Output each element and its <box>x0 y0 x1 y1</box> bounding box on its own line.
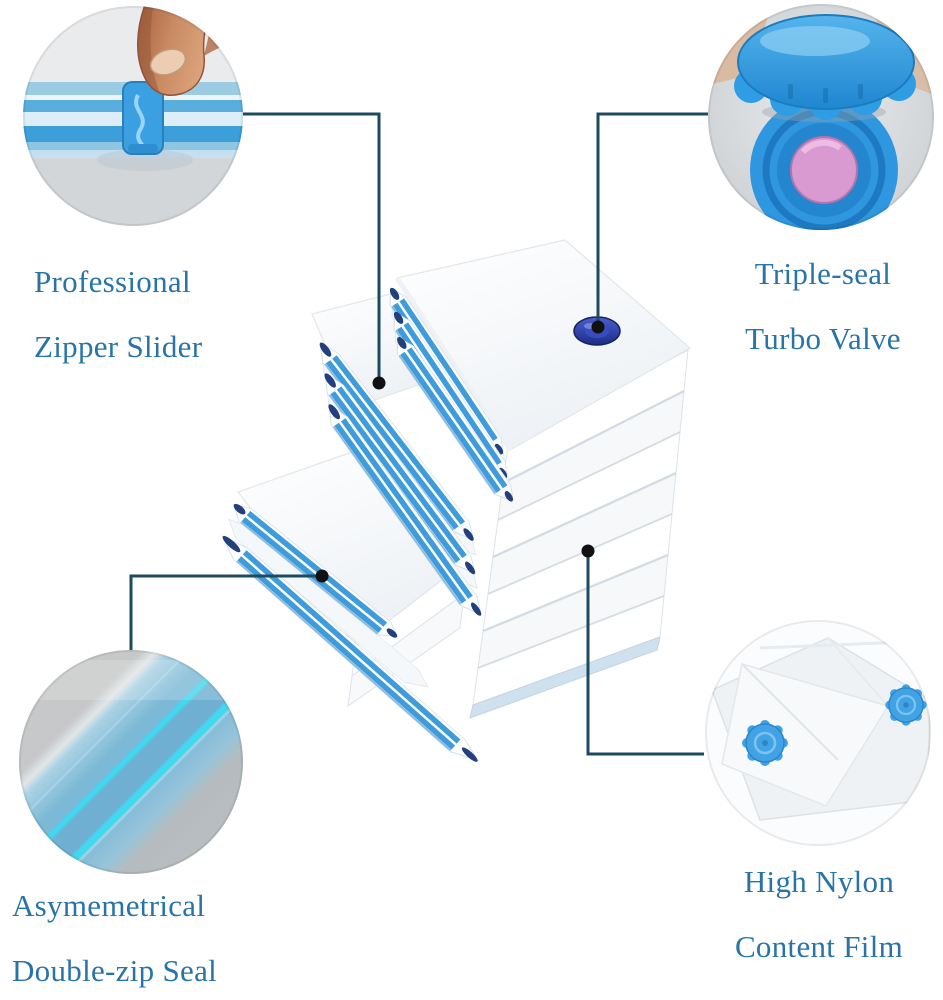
seal-stripes <box>19 650 243 874</box>
valve-pink-center <box>790 136 858 204</box>
valve-base <box>748 96 898 230</box>
zipper-slider-photo <box>23 6 243 226</box>
film-valve-left <box>740 718 790 768</box>
callout-dot-zipper <box>372 376 386 390</box>
feature-label-zipper-line2: Zipper Slider <box>34 329 203 364</box>
zipper-slider <box>122 81 164 155</box>
turbo-valve-photo <box>708 4 934 230</box>
feature-label-zipper: Professional Zipper Slider <box>34 266 202 362</box>
feature-label-valve-line2: Turbo Valve <box>745 321 901 356</box>
feature-label-seal: Asymemetrical Double-zip Seal <box>12 890 217 986</box>
callout-dot-film <box>581 544 595 558</box>
double-zip-seal-photo <box>19 650 243 874</box>
bag-stack <box>214 239 692 773</box>
feature-label-seal-line2: Double-zip Seal <box>12 953 218 988</box>
film-fold <box>721 663 890 807</box>
feature-label-valve-line1: Triple-seal <box>754 256 892 291</box>
film-valve-right <box>884 683 928 727</box>
feature-label-zipper-line1: Professional <box>34 264 191 299</box>
callout-line-zipper <box>238 112 381 380</box>
callout-dot-valve <box>591 320 605 334</box>
callout-line-valve <box>596 112 708 326</box>
right-stack <box>381 239 692 719</box>
feature-label-film-line1: High Nylon <box>743 864 895 899</box>
feature-label-seal-line1: Asymemetrical <box>12 888 206 923</box>
feature-label-film: High Nylon Content Film <box>693 866 943 962</box>
valve-cap <box>734 14 916 120</box>
feature-label-film-line2: Content Film <box>734 929 904 964</box>
callout-line-film <box>586 551 704 756</box>
nylon-film-photo <box>705 620 931 846</box>
right-stack-folds <box>469 349 689 719</box>
fingernail <box>149 48 187 76</box>
callout-dot-seal <box>315 569 329 583</box>
callout-line-seal <box>129 574 322 651</box>
feature-label-valve: Triple-seal Turbo Valve <box>703 258 943 354</box>
